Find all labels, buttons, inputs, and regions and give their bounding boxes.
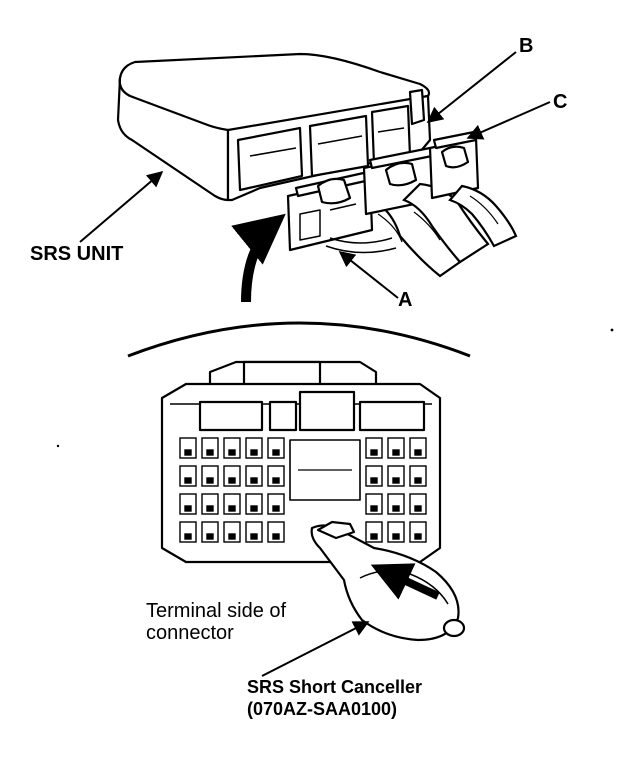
terminal-pin — [184, 533, 192, 540]
terminal-pin — [414, 477, 422, 484]
leader-arrow-a — [338, 251, 399, 299]
insertion-direction-arrow — [370, 563, 440, 600]
terminal-side-connector — [160, 360, 442, 564]
terminal-cavity — [409, 521, 427, 543]
terminal-cavity — [201, 465, 219, 487]
terminal-cavity — [223, 437, 241, 459]
terminal-cavity — [201, 521, 219, 543]
terminal-cavities — [179, 437, 427, 543]
terminal-cavity — [365, 437, 383, 459]
magnifier-arc — [127, 321, 471, 358]
terminal-cavity — [267, 465, 285, 487]
terminal-pin — [370, 477, 378, 484]
terminal-cavity — [365, 521, 383, 543]
terminal-pin — [414, 449, 422, 456]
terminal-pin — [206, 449, 214, 456]
terminal-pin — [272, 505, 280, 512]
print-speck — [610, 328, 614, 332]
terminal-cavity — [387, 465, 405, 487]
canceller-part-number-label: (070AZ-SAA0100) — [247, 699, 398, 719]
terminal-pin — [272, 533, 280, 540]
terminal-cavity — [267, 521, 285, 543]
terminal-pin — [272, 477, 280, 484]
terminal-cavity — [245, 521, 263, 543]
terminal-cavity — [245, 437, 263, 459]
terminal-pin — [414, 533, 422, 540]
terminal-side-label-line1: Terminal side of — [146, 600, 287, 622]
terminal-pin — [414, 505, 422, 512]
leader-arrow-srs-unit — [79, 170, 164, 243]
terminal-pin — [392, 533, 400, 540]
connector-b-label: B — [519, 35, 534, 57]
terminal-cavity — [179, 437, 197, 459]
terminal-pin — [206, 505, 214, 512]
terminal-cavity — [387, 437, 405, 459]
terminal-pin — [370, 505, 378, 512]
terminal-cavity — [365, 493, 383, 515]
connector-a-label: A — [398, 289, 413, 311]
connector-c-cable — [448, 184, 518, 248]
terminal-cavity — [409, 437, 427, 459]
terminal-cavity — [245, 465, 263, 487]
terminal-cavity — [223, 493, 241, 515]
terminal-pin — [228, 505, 236, 512]
canceller-name-label: SRS Short Canceller — [247, 677, 423, 697]
terminal-cavity — [179, 493, 197, 515]
terminal-pin — [184, 449, 192, 456]
terminal-pin — [250, 505, 258, 512]
connector-c — [428, 130, 480, 200]
terminal-cavity — [387, 493, 405, 515]
terminal-pin — [250, 449, 258, 456]
terminal-side-label-line2: connector — [146, 622, 234, 644]
leader-arrow-canceller — [261, 621, 370, 677]
terminal-cavity — [179, 465, 197, 487]
connector-c-label: C — [553, 91, 568, 113]
terminal-cavity — [201, 493, 219, 515]
terminal-pin — [206, 533, 214, 540]
print-speck — [56, 444, 60, 448]
terminal-pin — [250, 533, 258, 540]
terminal-pin — [392, 477, 400, 484]
terminal-pin — [392, 505, 400, 512]
srs-unit-box — [116, 52, 432, 202]
terminal-pin — [228, 477, 236, 484]
curved-connection-arrow — [231, 213, 286, 303]
terminal-pin — [370, 533, 378, 540]
srs-unit-label: SRS UNIT — [30, 243, 124, 265]
terminal-cavity — [223, 521, 241, 543]
terminal-cavity — [387, 521, 405, 543]
terminal-cavity — [245, 493, 263, 515]
terminal-pin — [206, 477, 214, 484]
terminal-pin — [370, 449, 378, 456]
terminal-cavity — [179, 521, 197, 543]
terminal-pin — [250, 477, 258, 484]
terminal-cavity — [201, 437, 219, 459]
terminal-cavity — [409, 465, 427, 487]
terminal-cavity — [409, 493, 427, 515]
terminal-pin — [184, 477, 192, 484]
terminal-cavity — [267, 493, 285, 515]
terminal-cavity — [267, 437, 285, 459]
terminal-cavity — [365, 465, 383, 487]
leader-arrow-c — [466, 101, 551, 140]
terminal-cavity — [223, 465, 241, 487]
terminal-pin — [228, 449, 236, 456]
terminal-pin — [392, 449, 400, 456]
terminal-pin — [228, 533, 236, 540]
leader-arrow-b — [426, 51, 517, 123]
terminal-pin — [184, 505, 192, 512]
terminal-pin — [272, 449, 280, 456]
